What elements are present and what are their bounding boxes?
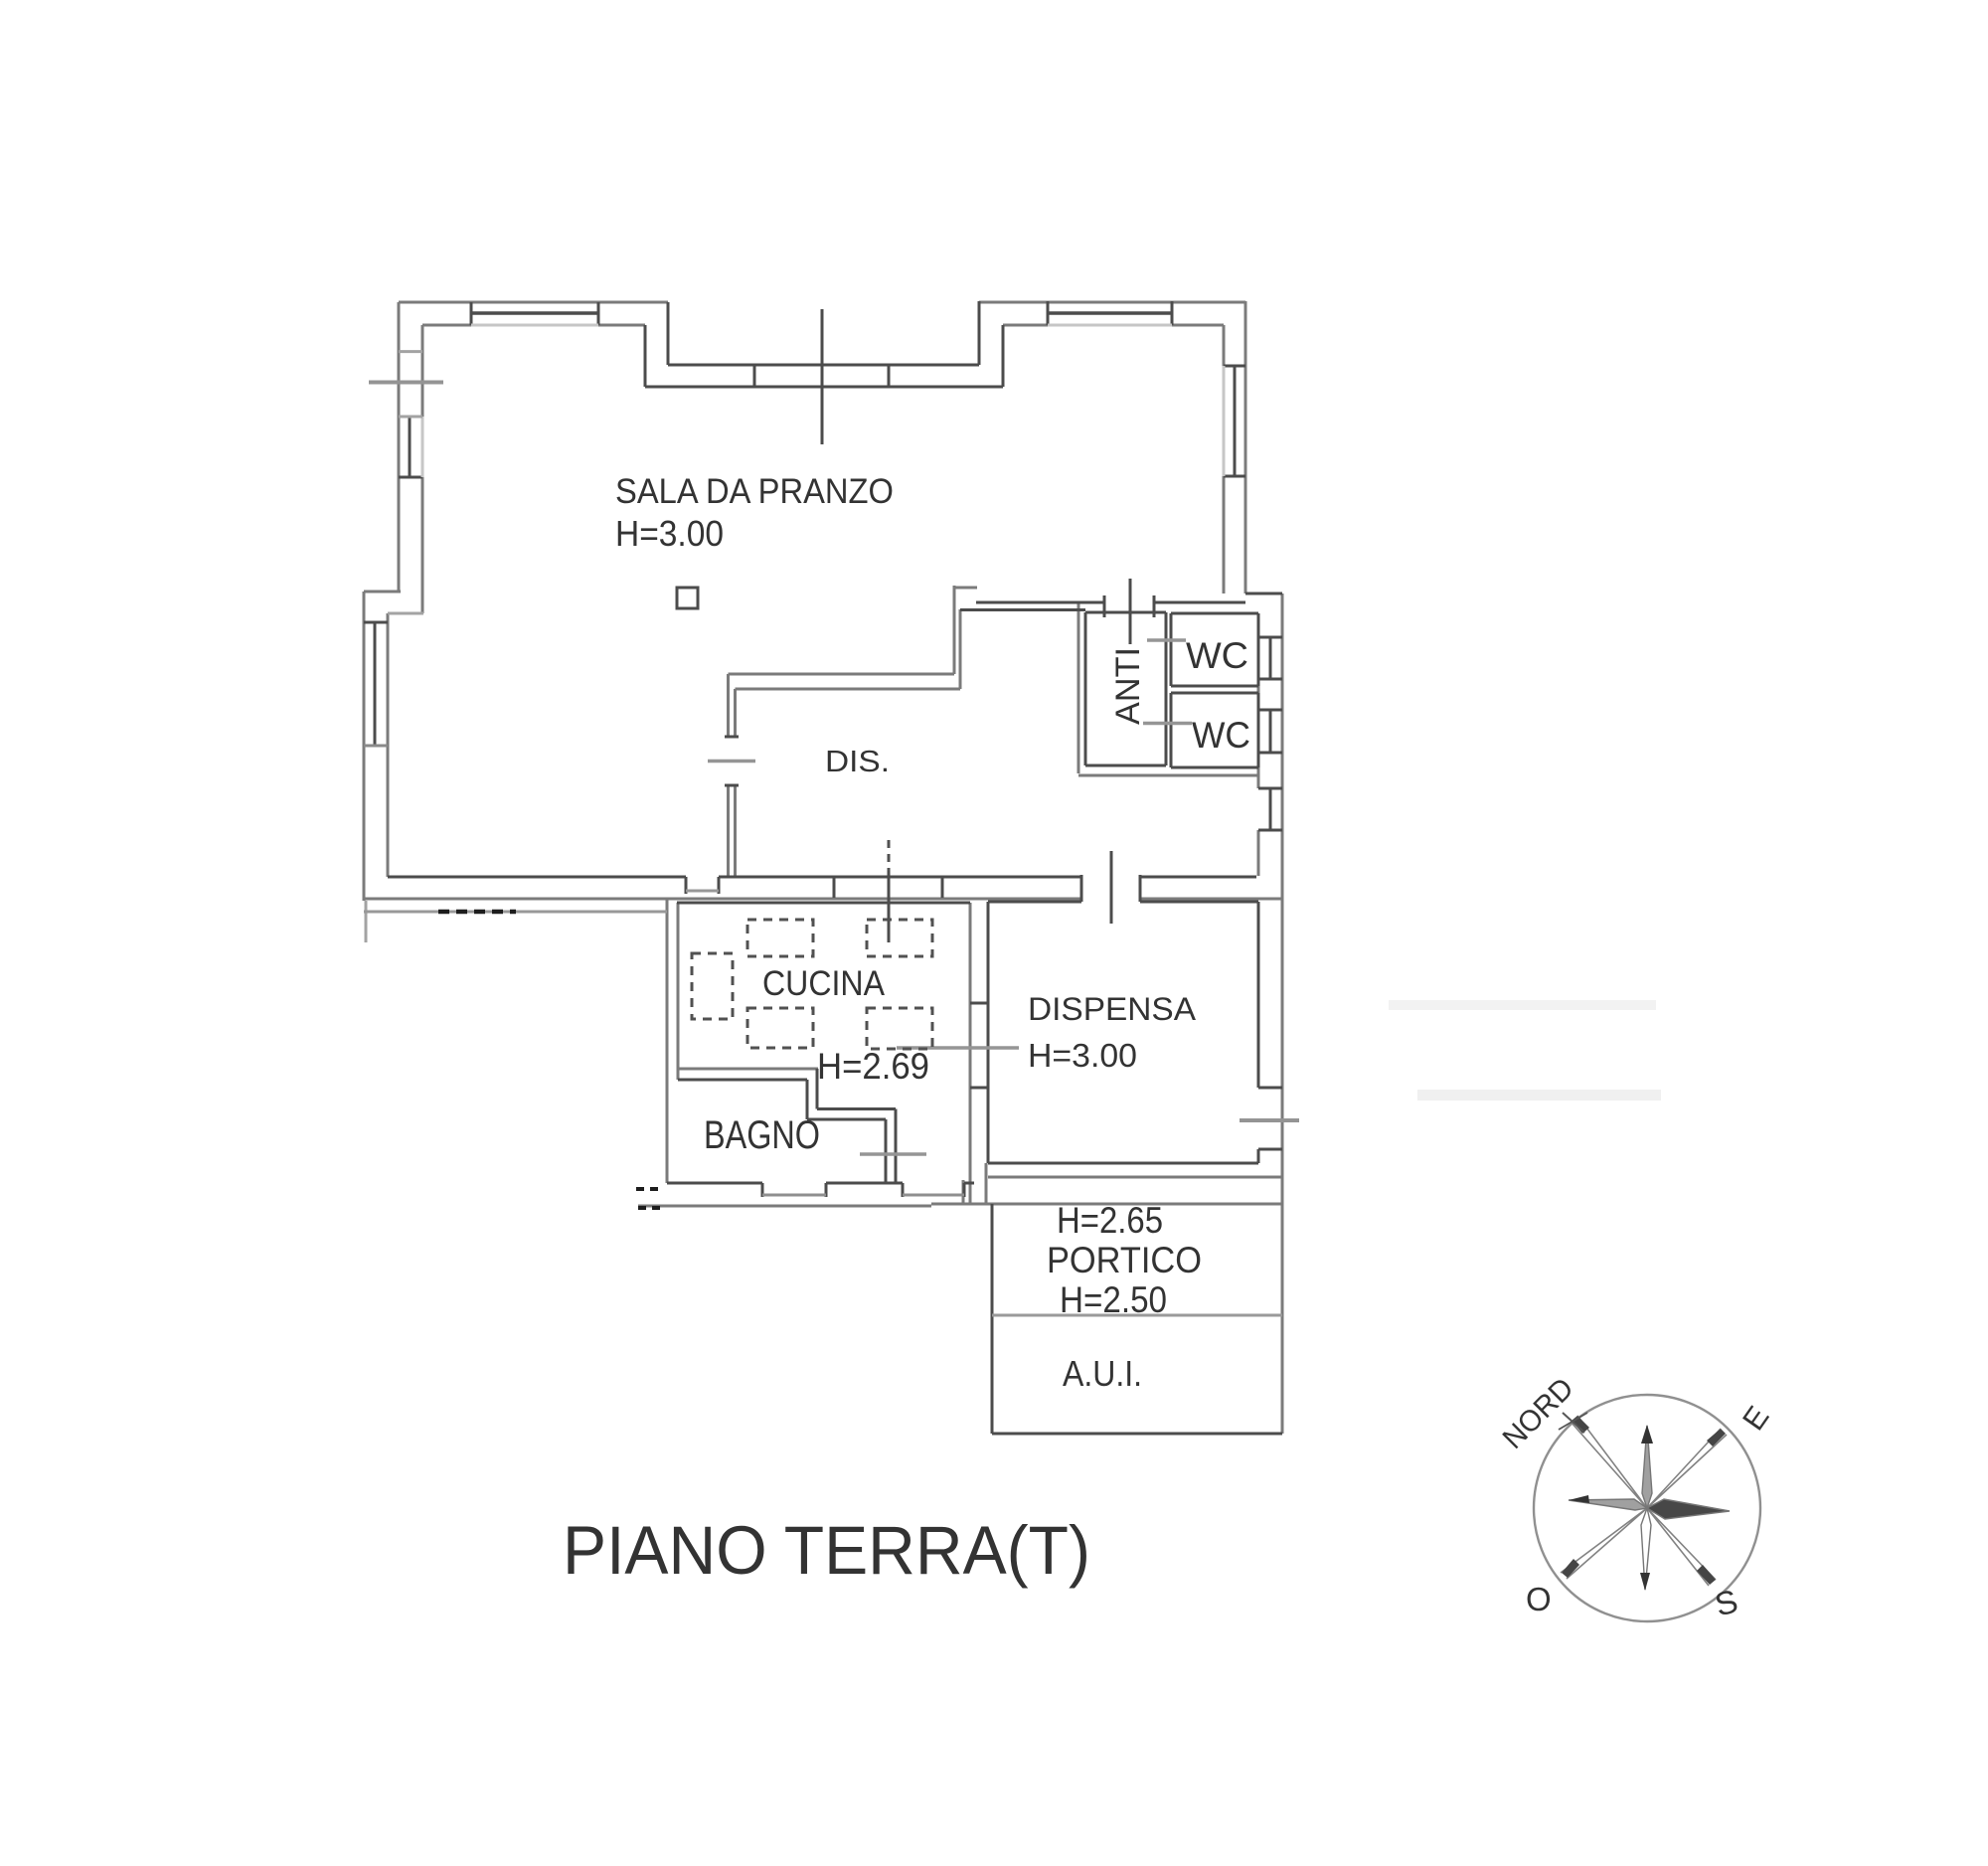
svg-text:DIS.: DIS. — [825, 744, 890, 778]
svg-text:S: S — [1711, 1582, 1741, 1622]
svg-text:ANTI: ANTI — [1109, 647, 1147, 725]
svg-text:WC: WC — [1192, 715, 1250, 756]
svg-text:PIANO TERRA(T): PIANO TERRA(T) — [563, 1512, 1090, 1589]
svg-text:SALA DA PRANZO: SALA DA PRANZO — [615, 472, 894, 511]
svg-text:H=3.00: H=3.00 — [615, 513, 724, 554]
svg-text:H=3.00: H=3.00 — [1028, 1037, 1137, 1074]
svg-text:CUCINA: CUCINA — [762, 964, 886, 1003]
svg-text:BAGNO: BAGNO — [704, 1113, 820, 1157]
svg-text:A.U.I.: A.U.I. — [1063, 1353, 1142, 1394]
svg-text:O: O — [1526, 1581, 1552, 1617]
svg-text:H=2.50: H=2.50 — [1060, 1279, 1167, 1320]
svg-text:PORTICO: PORTICO — [1047, 1240, 1202, 1280]
svg-text:DISPENSA: DISPENSA — [1028, 991, 1197, 1027]
svg-text:NORD: NORD — [1497, 1372, 1580, 1455]
svg-text:H=2.65: H=2.65 — [1057, 1200, 1163, 1241]
svg-text:E: E — [1736, 1400, 1776, 1437]
svg-text:H=2.69: H=2.69 — [817, 1046, 929, 1087]
svg-text:WC: WC — [1186, 635, 1248, 676]
